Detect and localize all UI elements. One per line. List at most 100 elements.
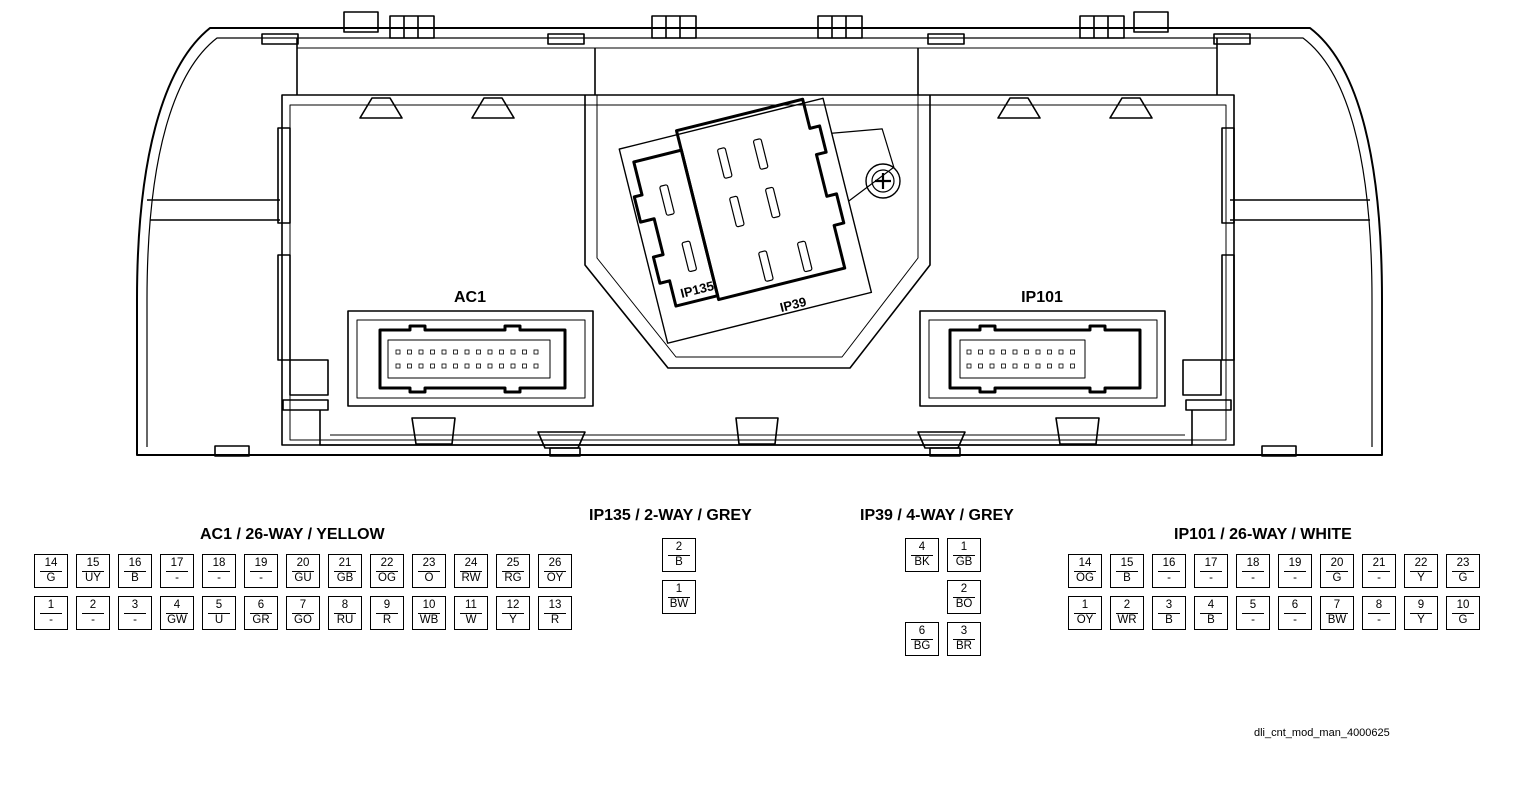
pin-number: 22	[380, 557, 394, 569]
pin-number: 4	[173, 599, 181, 611]
pin-number: 23	[422, 557, 436, 569]
pin-number: 20	[1330, 557, 1344, 569]
pin-wire-color: GB	[955, 556, 973, 568]
pin-cavity	[1047, 363, 1052, 369]
ip39-connector-title: IP39 / 4-WAY / GREY	[860, 507, 1014, 524]
pin-wire-color: B	[675, 556, 683, 568]
pin-cell: 21-	[1362, 554, 1396, 588]
pin-cavity	[487, 363, 493, 369]
pin-wire-color: BG	[913, 640, 931, 652]
pin-wire-color: OG	[1076, 572, 1094, 584]
pin-cavity	[966, 363, 972, 369]
pin-wire-color: BW	[1327, 614, 1347, 626]
pin-wire-color: OY	[1076, 614, 1094, 626]
pin-cavity	[407, 349, 412, 355]
pin-cavity	[453, 349, 458, 355]
ac1-pin-cavities	[395, 349, 539, 369]
pin-number: 22	[1414, 557, 1428, 569]
pin-wire-color: BR	[956, 640, 972, 652]
pin-wire-color: B	[1207, 614, 1215, 626]
pin-wire-color: -	[175, 572, 179, 584]
pin-wire-color: -	[1377, 614, 1381, 626]
pin-cavity	[1024, 363, 1029, 369]
pin-number: 12	[506, 599, 520, 611]
pin-number: 1	[960, 541, 968, 553]
pin-number: 1	[675, 583, 683, 595]
pin-cavity	[989, 363, 995, 369]
ip135-connector-title: IP135 / 2-WAY / GREY	[589, 507, 752, 524]
pin-number: 6	[918, 625, 926, 637]
pin-wire-color: GU	[294, 572, 312, 584]
pin-cavity	[978, 363, 983, 369]
pin-number: 3	[960, 625, 968, 637]
pin-number: 19	[1288, 557, 1302, 569]
pin-cavity	[533, 349, 539, 355]
pin-number: 7	[299, 599, 307, 611]
pin-cell: 16-	[1152, 554, 1186, 588]
pin-cavity	[418, 349, 424, 355]
pin-number: 21	[338, 557, 352, 569]
pin-number: 16	[128, 557, 142, 569]
pin-wire-color: -	[1293, 572, 1297, 584]
pin-cavity	[1058, 349, 1064, 355]
pin-cavity	[1070, 363, 1075, 369]
pin-wire-color: G	[1458, 614, 1468, 626]
pin-cavity	[499, 349, 504, 355]
pin-wire-color: -	[217, 572, 221, 584]
pin-cell: 19-	[244, 554, 278, 588]
ip39-label: IP39	[778, 294, 808, 315]
pin-wire-color: Y	[1417, 614, 1425, 626]
pin-wire-color: W	[465, 614, 477, 626]
ip101-pin-cavities	[966, 349, 1075, 369]
pin-wire-color: Y	[509, 614, 517, 626]
pin-number: 15	[86, 557, 100, 569]
terminal-slot	[659, 184, 675, 216]
pin-cell: 17-	[160, 554, 194, 588]
pin-cell: 3-	[118, 596, 152, 630]
pin-cavity	[533, 363, 539, 369]
pin-cavity	[522, 349, 527, 355]
pin-wire-color: B	[131, 572, 139, 584]
pin-wire-color: RG	[504, 572, 522, 584]
pin-cell: 1-	[34, 596, 68, 630]
pin-cell: 5-	[1236, 596, 1270, 630]
pin-wire-color: U	[214, 614, 224, 626]
pin-wire-color: UY	[85, 572, 101, 584]
pin-number: 2	[89, 599, 97, 611]
pin-cavity	[430, 363, 435, 369]
pin-cavity	[1047, 349, 1052, 355]
pin-cell: 17-	[1194, 554, 1228, 588]
pin-number: 10	[1456, 599, 1470, 611]
pin-wire-color: OG	[378, 572, 396, 584]
pin-number: 7	[1333, 599, 1341, 611]
pin-wire-color: GO	[294, 614, 312, 626]
pin-cavity	[510, 363, 516, 369]
pin-number: 8	[1375, 599, 1383, 611]
terminal-slot	[752, 138, 769, 170]
pin-number: 4	[1207, 599, 1215, 611]
pin-cell: 8-	[1362, 596, 1396, 630]
